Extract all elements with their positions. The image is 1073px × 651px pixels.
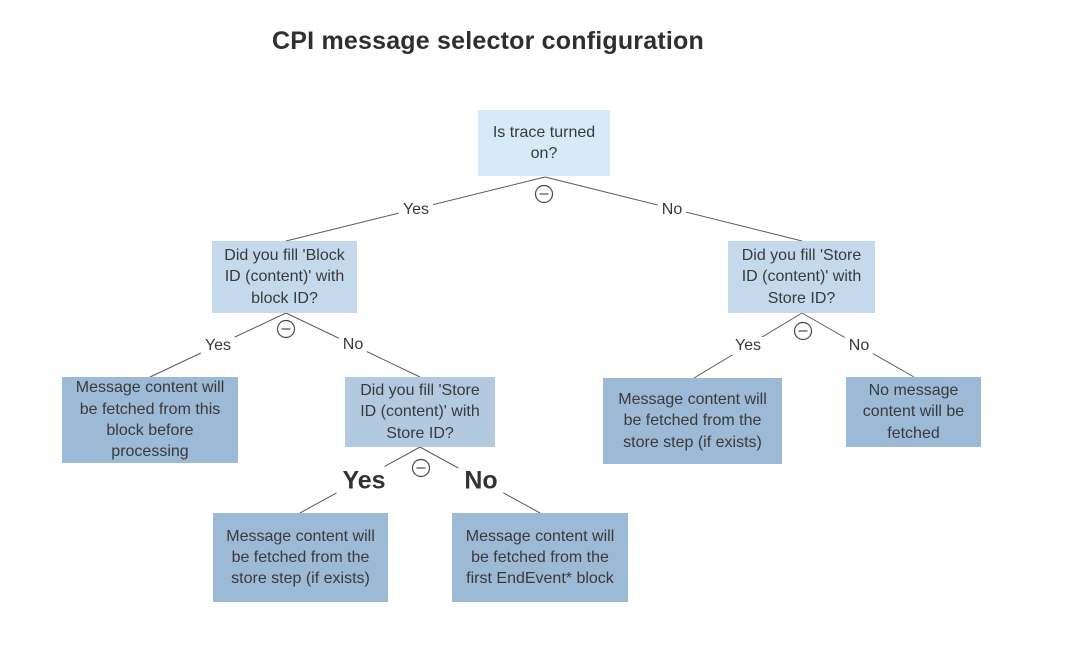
minus-circle-icon[interactable] — [276, 319, 296, 339]
edge-label-right-no: No — [844, 337, 874, 355]
node-question-store-id-mid: Did you fill 'Store ID (content)' with S… — [345, 377, 495, 447]
edge-label-root-no: No — [657, 201, 687, 219]
edge-label-root-yes: Yes — [398, 201, 434, 219]
page-title: CPI message selector configuration — [272, 27, 704, 55]
node-leaf-block-fetch: Message content will be fetched from thi… — [62, 377, 238, 463]
minus-circle-icon[interactable] — [534, 184, 554, 204]
edge-label-block-no: No — [338, 336, 368, 354]
node-leaf-store-step-mid: Message content will be fetched from the… — [213, 513, 388, 602]
minus-circle-icon[interactable] — [793, 321, 813, 341]
edge-label-mid-no: No — [458, 466, 504, 496]
edge-label-mid-yes: Yes — [336, 466, 392, 496]
node-leaf-no-content: No message content will be fetched — [846, 377, 981, 447]
node-leaf-end-event: Message content will be fetched from the… — [452, 513, 628, 602]
minus-circle-icon[interactable] — [411, 458, 431, 478]
edge-label-right-yes: Yes — [730, 337, 766, 355]
node-is-trace-on: Is trace turned on? — [478, 110, 610, 176]
node-question-store-id-right: Did you fill 'Store ID (content)' with S… — [728, 241, 875, 313]
edge-label-block-yes: Yes — [200, 337, 236, 355]
node-question-block-id: Did you fill 'Block ID (content)' with b… — [212, 241, 357, 313]
node-leaf-store-step-right: Message content will be fetched from the… — [603, 378, 782, 464]
